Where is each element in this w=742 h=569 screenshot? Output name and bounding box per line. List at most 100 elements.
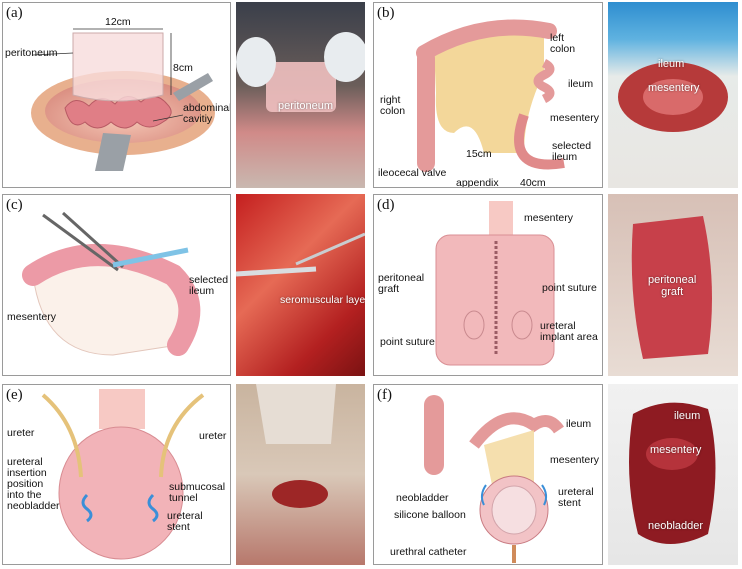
label-height-8cm: 8cm bbox=[173, 62, 193, 74]
photo-label-mesentery: mesentery bbox=[648, 82, 700, 94]
glove-left bbox=[236, 37, 276, 87]
peritoneum-sheet bbox=[72, 32, 164, 102]
selected-ileum-loop bbox=[22, 244, 201, 356]
panel-a-illustration: peritoneum 12cm 8cm abdominal cavitiy (a… bbox=[2, 2, 231, 188]
panel-f-photo: ileum mesentery neobladder bbox=[608, 384, 738, 565]
panel-letter-c: (c) bbox=[6, 197, 23, 213]
label-neobladder: neobladder bbox=[396, 492, 449, 504]
label-point-suture: point suture bbox=[542, 282, 597, 294]
label-mesentery: mesentery bbox=[524, 212, 574, 224]
mesentery-stalk bbox=[489, 201, 513, 241]
label-15cm: 15cm bbox=[466, 148, 492, 160]
panel-b-drawing bbox=[416, 19, 565, 172]
retractor-right bbox=[173, 73, 213, 101]
peritoneal-graft bbox=[435, 234, 555, 366]
panel-c-drawing bbox=[22, 211, 201, 356]
label-ureter-right: ureter bbox=[199, 430, 227, 442]
stent-left bbox=[81, 493, 93, 523]
label-ureteral-insertion: ureteral insertion position into the neo… bbox=[7, 456, 60, 512]
photo-label-seromuscular-layer: seromuscular layer bbox=[280, 294, 365, 306]
panel-letter-e: (e) bbox=[6, 387, 23, 403]
photo-label-ileum: ileum bbox=[674, 410, 701, 422]
panel-letter-a: (a) bbox=[6, 5, 23, 21]
label-ureteral-stent: ureteral stent bbox=[558, 486, 594, 509]
panel-b-photo: ileum mesentery bbox=[608, 2, 738, 188]
label-ureteral-stent: ureteral stent bbox=[167, 510, 203, 533]
panel-c-photo: seromuscular layer bbox=[236, 194, 365, 376]
retractor-left bbox=[95, 133, 131, 171]
panel-d: mesentery peritoneal graft point suture … bbox=[371, 190, 742, 380]
panel-d-photo: peritoneal graft bbox=[608, 194, 738, 376]
label-selected-ileum: selected ileum bbox=[189, 274, 229, 297]
panel-b: left colon ileum right colon mesentery s… bbox=[371, 0, 742, 190]
transverse-colon bbox=[416, 19, 557, 61]
stent-right bbox=[541, 484, 548, 506]
label-left-colon: left colon bbox=[550, 32, 576, 55]
ureter-right bbox=[159, 393, 205, 478]
stent-left bbox=[480, 484, 487, 506]
panel-a: peritoneum 12cm 8cm abdominal cavitiy (a… bbox=[0, 0, 371, 190]
panel-d-illustration: mesentery peritoneal graft point suture … bbox=[373, 194, 603, 376]
neobladder-body bbox=[58, 426, 184, 560]
photo-gloved-hand bbox=[256, 384, 336, 444]
syringe-needle bbox=[112, 247, 189, 268]
panel-c-illustration: selected ileum mesentery (c) bbox=[2, 194, 231, 376]
photo-label-neobladder: neobladder bbox=[648, 520, 704, 532]
forceps-2 bbox=[61, 211, 125, 269]
panel-e: ureter ureter ureteral insertion positio… bbox=[0, 380, 371, 569]
photo-incision bbox=[272, 480, 328, 508]
panel-b-illustration: left colon ileum right colon mesentery s… bbox=[373, 2, 603, 188]
panel-f-illustration: ileum mesentery neobladder silicone ball… bbox=[373, 384, 603, 565]
label-right-colon: right colon bbox=[380, 94, 406, 117]
label-width-12cm: 12cm bbox=[105, 16, 131, 28]
implant-area-left bbox=[463, 310, 485, 340]
label-ureter-left: ureter bbox=[7, 427, 35, 439]
label-abdominal-cavity: abdominal cavitiy bbox=[183, 102, 231, 125]
panel-d-drawing bbox=[435, 201, 555, 366]
panel-e-drawing bbox=[41, 389, 205, 560]
panel-f: ileum mesentery neobladder silicone ball… bbox=[371, 380, 742, 569]
photo-label-ileum: ileum bbox=[658, 58, 685, 70]
stent-right bbox=[147, 493, 159, 523]
label-ureteral-implant-area: ureteral implant area bbox=[540, 320, 598, 343]
implant-area-right bbox=[511, 310, 533, 340]
silicone-balloon bbox=[491, 485, 537, 535]
label-mesentery: mesentery bbox=[550, 454, 600, 466]
label-40cm: 40cm bbox=[520, 177, 546, 188]
photo-neobladder-tissue bbox=[629, 402, 716, 544]
panel-c: selected ileum mesentery (c) seromuscula… bbox=[0, 190, 371, 380]
ileum-loops bbox=[533, 58, 555, 104]
label-ileum: ileum bbox=[568, 78, 594, 90]
panel-a-drawing bbox=[31, 28, 215, 171]
panel-f-drawing bbox=[424, 395, 564, 563]
panel-letter-b: (b) bbox=[377, 5, 395, 21]
photo-graft-tissue bbox=[631, 216, 712, 359]
panel-letter-f: (f) bbox=[377, 387, 392, 403]
label-point-suture-bottom: point suture bbox=[380, 336, 435, 348]
ureter-left bbox=[41, 393, 83, 478]
label-ileum: ileum bbox=[566, 418, 592, 430]
panel-a-photo: peritoneum bbox=[236, 2, 365, 188]
label-peritoneal-graft: peritoneal graft bbox=[378, 272, 425, 295]
photo-label-mesentery: mesentery bbox=[650, 444, 702, 456]
panel-letter-d: (d) bbox=[377, 197, 395, 213]
photo-label-peritoneal-graft: peritoneal graft bbox=[648, 274, 697, 298]
selected-ileum bbox=[514, 113, 565, 170]
forceps-1 bbox=[42, 213, 119, 272]
label-submucosal-tunnel: submucosal tunnel bbox=[169, 481, 226, 504]
label-mesentery: mesentery bbox=[7, 311, 57, 323]
photo-label-peritoneum: peritoneum bbox=[278, 100, 334, 112]
label-appendix: appendix bbox=[456, 177, 499, 188]
label-silicone-balloon: silicone balloon bbox=[394, 509, 466, 521]
panel-e-photo bbox=[236, 384, 365, 565]
label-peritoneum: peritoneum bbox=[5, 47, 58, 59]
mesentery-fan bbox=[434, 30, 544, 154]
label-selected-ileum: selected ileum bbox=[552, 140, 592, 163]
label-urethral-catheter: urethral catheter bbox=[390, 546, 467, 558]
photo-forceps bbox=[236, 266, 317, 277]
label-mesentery: mesentery bbox=[550, 112, 600, 124]
label-ileocecal-valve: ileocecal valve bbox=[378, 167, 447, 179]
ileum-segment bbox=[469, 412, 564, 449]
glove-right bbox=[324, 32, 365, 82]
photo-peritoneum-tissue bbox=[266, 62, 336, 112]
